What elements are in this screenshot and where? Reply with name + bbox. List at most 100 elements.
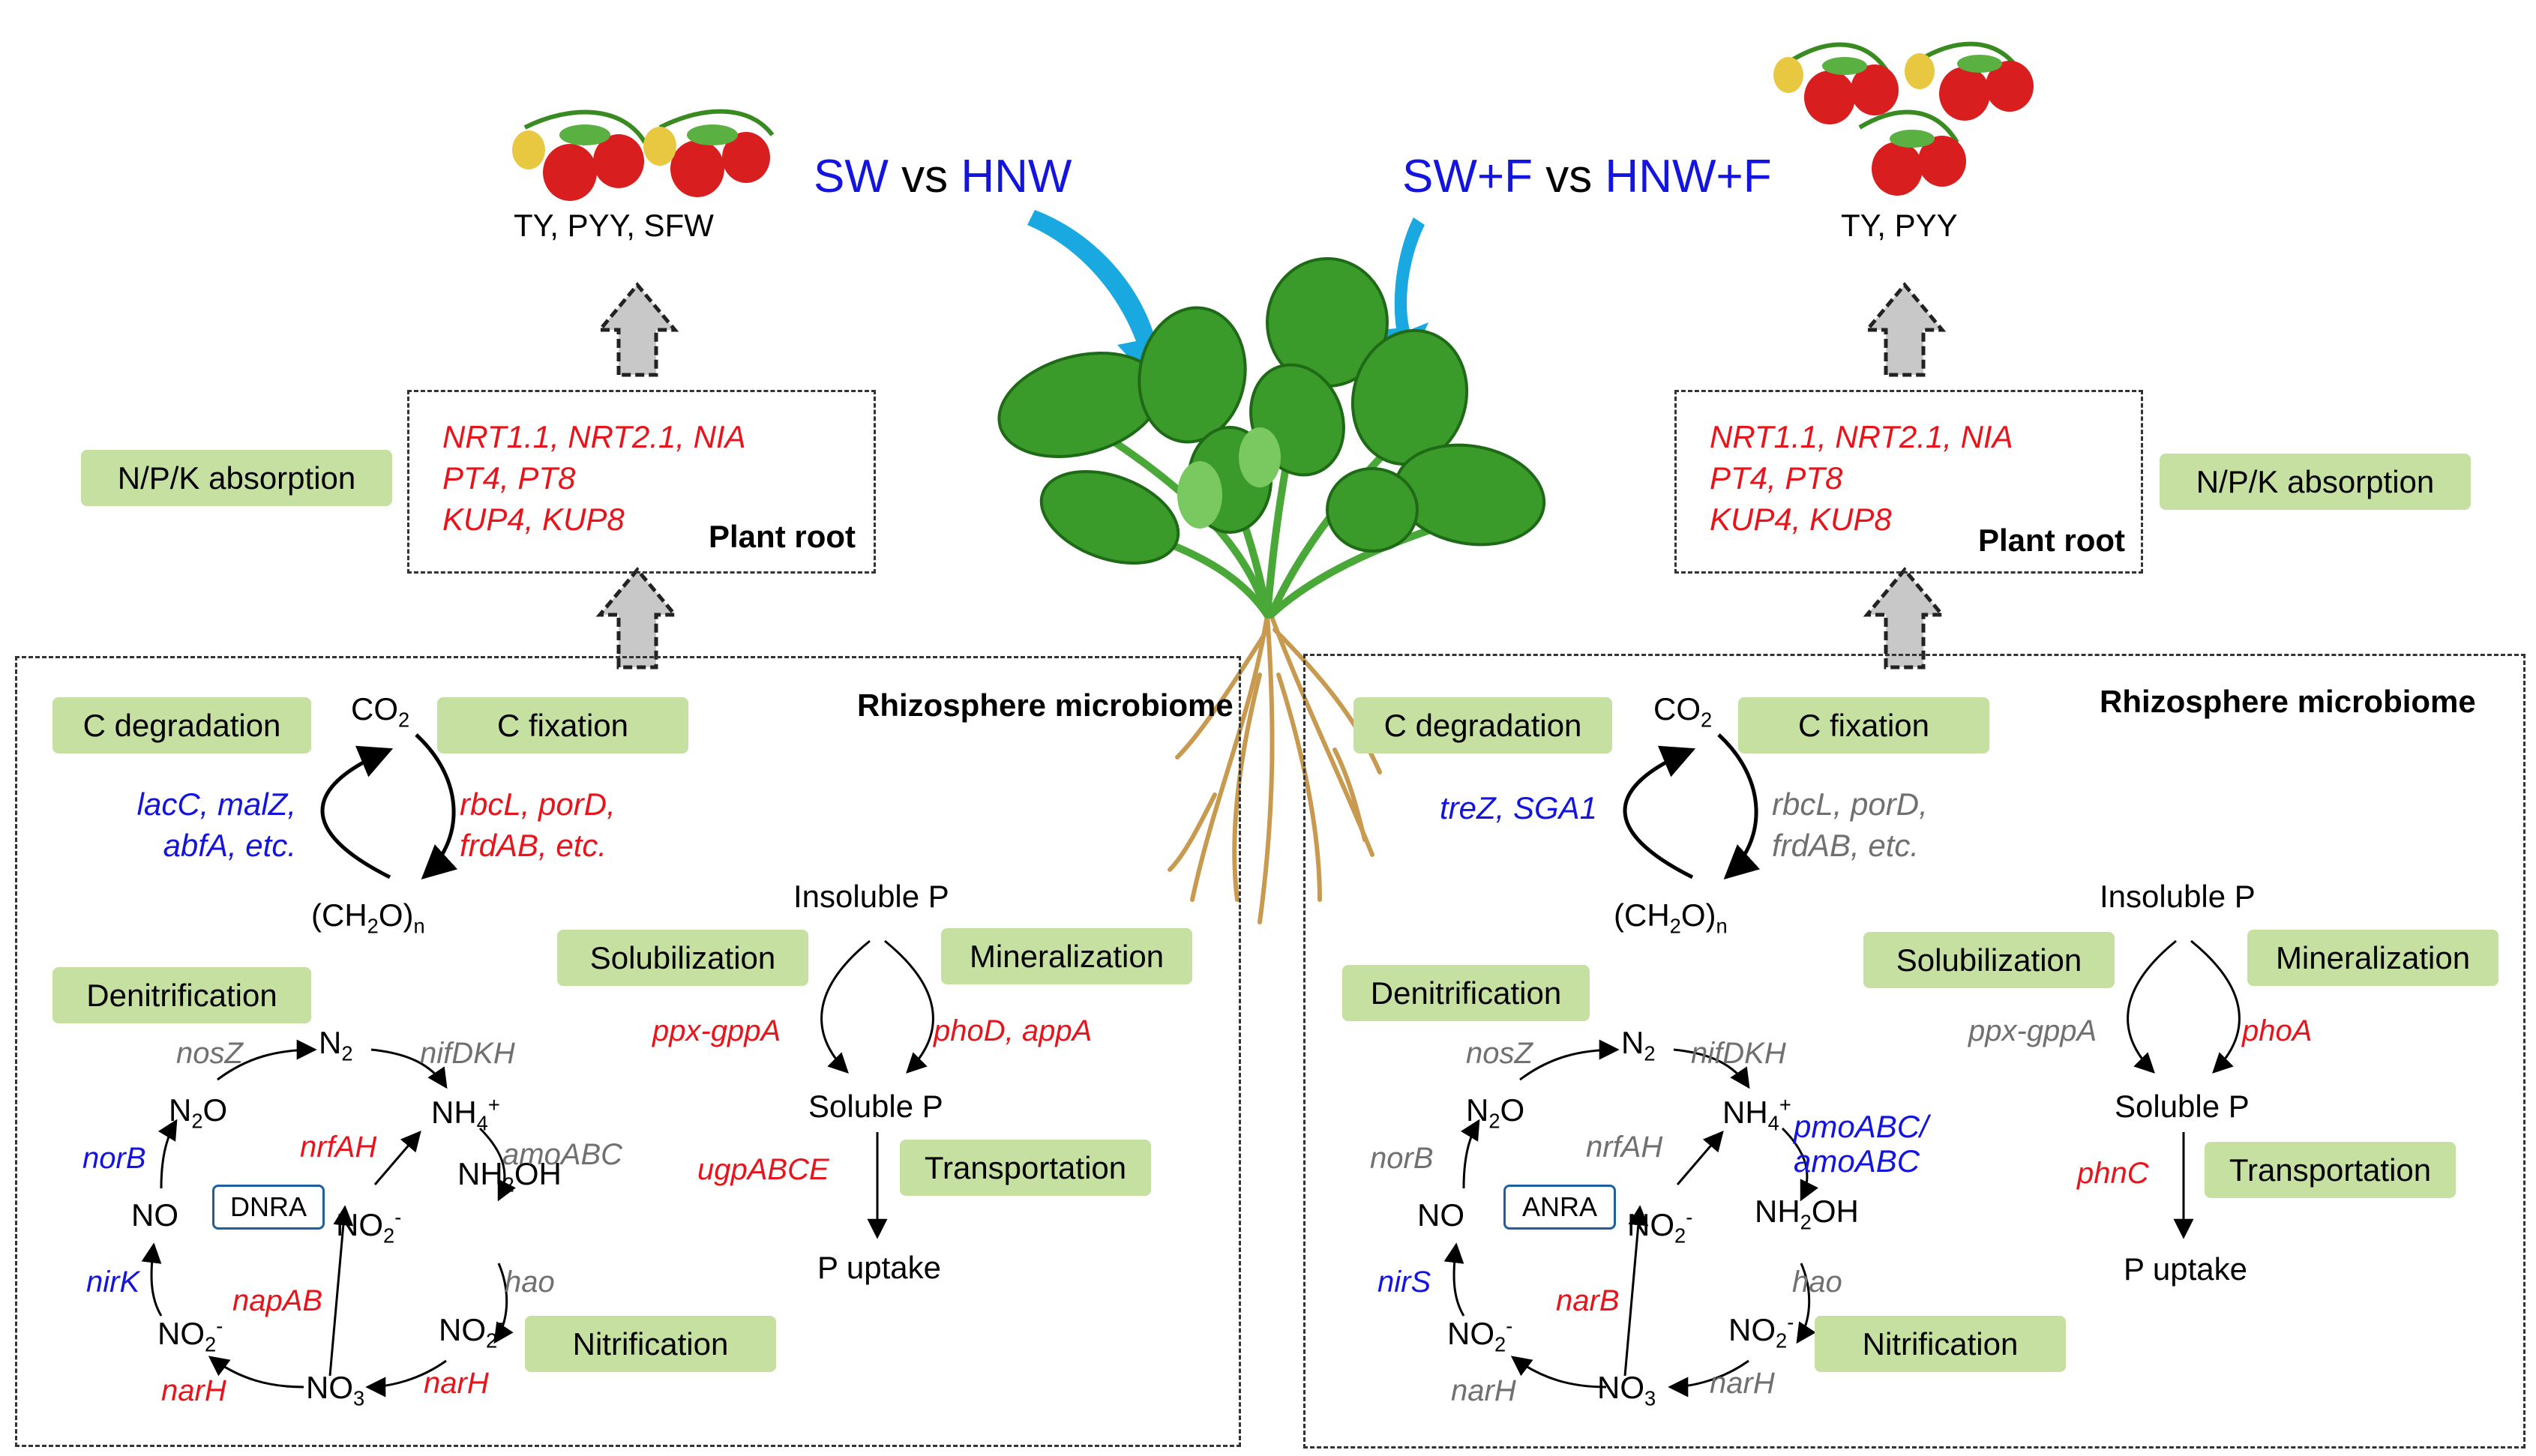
left-transportation: Transportation [900,1140,1151,1196]
left-gene-norB: norB [82,1142,146,1175]
right-soluble-p: Soluble P [2115,1089,2250,1124]
right-nh2oh: NH2OH [1755,1194,1859,1234]
left-root-gene-k: KUP4, KUP8 [442,502,625,537]
left-gene-amoABC: amoABC [502,1138,623,1171]
block-arrows [595,282,1947,670]
left-deg-genes-1: lacC, malZ, [136,786,296,822]
header-left-b: HNW [961,151,1072,202]
right-deg-genes-1: treZ, SGA1 [1439,790,1597,825]
right-gene-narB: narB [1556,1284,1620,1317]
right-gene-nosZ: nosZ [1466,1037,1533,1070]
right-solubilization: Solubilization [1863,932,2115,988]
strawberry-plant [997,257,1546,924]
left-co2: CO2 [351,691,410,732]
right-plant-root-box [1674,390,2143,574]
right-anra-box: ANRA [1503,1185,1616,1230]
right-gene-miner: phoA [2242,1014,2313,1047]
left-gene-transp: ugpABCE [697,1153,829,1186]
left-plant-root-label: Plant root [709,519,856,554]
left-deg-genes-2: abfA, etc. [163,828,296,863]
left-no2-left: NO2- [157,1314,223,1356]
left-gene-narH-left: narH [161,1374,226,1407]
right-no2-left: NO2- [1447,1314,1513,1356]
strawberries [512,41,2034,201]
header-right: SW+F vs HNW+F [1402,154,1772,200]
right-gene-solub: ppx-gppA [1968,1014,2097,1047]
left-denitrification: Denitrification [52,967,311,1023]
right-nitrification: Nitrification [1815,1316,2066,1372]
right-insoluble-p: Insoluble P [2100,879,2256,914]
right-gene-amo-1: pmoABC/ [1794,1109,1929,1144]
left-n2o: N2O [169,1092,228,1133]
left-rhizosphere-box [15,656,1241,1447]
right-c-fixation: C fixation [1738,697,1989,753]
right-fix-genes-1: rbcL, porD, [1772,786,1928,822]
header-right-vs: vs [1545,151,1593,202]
right-denitrification: Denitrification [1342,965,1590,1021]
left-rhizosphere-label: Rhizosphere microbiome [857,688,1234,723]
right-yield: TY, PYY [1841,208,1958,243]
left-root-genes: NRT1.1, NRT2.1, NIA PT4, PT8 KUP4, KUP8 [442,416,746,540]
left-plant-root-box [407,390,876,574]
right-p-cycle [2127,939,2241,1239]
right-gene-amo-2: amoABC [1794,1143,1920,1179]
right-gene-amo: pmoABC/ amoABC [1794,1110,1929,1179]
left-n2: N2 [319,1025,353,1065]
right-no2-right: NO2- [1728,1311,1794,1353]
left-fix-genes: rbcL, porD, frdAB, etc. [460,783,616,866]
right-no2-mid: NO2- [1627,1206,1693,1248]
left-nitrogen-cycle [141,1039,516,1398]
right-root-gene-k: KUP4, KUP8 [1710,502,1892,537]
left-mineralization: Mineralization [941,928,1192,984]
left-p-cycle [820,939,934,1239]
left-gene-nirK: nirK [86,1266,140,1299]
left-root-gene-n: NRT1.1, NRT2.1, NIA [442,419,746,454]
left-dnra-box: DNRA [212,1185,325,1230]
left-gene-miner: phoD, appA [934,1014,1093,1047]
right-deg-genes: treZ, SGA1 [1406,787,1597,828]
left-ch2o: (CH2O)n [311,897,425,938]
left-deg-genes: lacC, malZ, abfA, etc. [112,783,296,866]
left-no2-right: NO2- [439,1311,505,1353]
left-no: NO [131,1197,178,1233]
right-n2: N2 [1621,1025,1656,1065]
left-insoluble-p: Insoluble P [793,879,949,914]
left-solubilization: Solubilization [557,930,808,986]
left-carbon-cycle [320,733,458,880]
left-yield: TY, PYY, SFW [514,208,714,243]
left-c-fixation: C fixation [437,697,688,753]
left-no3: NO3 [306,1370,365,1410]
right-gene-nrfAH: nrfAH [1586,1131,1663,1164]
left-p-uptake: P uptake [817,1250,942,1285]
right-carbon-cycle [1623,733,1761,880]
right-nh4: NH4+ [1722,1093,1791,1135]
left-fix-genes-1: rbcL, porD, [460,786,616,822]
right-rhizosphere-label: Rhizosphere microbiome [2100,684,2476,719]
right-root-genes: NRT1.1, NRT2.1, NIA PT4, PT8 KUP4, KUP8 [1710,416,2013,540]
left-c-degradation: C degradation [52,697,311,753]
right-c-degradation: C degradation [1353,697,1612,753]
right-root-gene-n: NRT1.1, NRT2.1, NIA [1710,419,2013,454]
left-gene-solub: ppx-gppA [652,1014,781,1047]
right-gene-hao: hao [1792,1266,1842,1299]
header-right-b: HNW+F [1605,151,1772,202]
right-gene-nirS: nirS [1377,1266,1431,1299]
header-right-a: SW+F [1402,151,1533,202]
right-gene-narH-left: narH [1451,1374,1516,1407]
header-left-a: SW [814,151,889,202]
left-nh2oh: NH2OH [457,1156,562,1197]
right-transportation: Transportation [2205,1142,2456,1198]
left-gene-nifDKH: nifDKH [420,1037,515,1070]
left-nitrification: Nitrification [525,1316,776,1372]
right-fix-genes: rbcL, porD, frdAB, etc. [1772,783,1928,866]
left-npk-absorption: N/P/K absorption [81,450,392,506]
header-left-vs: vs [901,151,949,202]
right-no3: NO3 [1597,1370,1656,1410]
right-gene-norB: norB [1370,1142,1434,1175]
left-no2-mid: NO2- [336,1206,402,1248]
left-nh4: NH4+ [431,1093,500,1135]
left-gene-nosZ: nosZ [176,1037,243,1070]
right-gene-narH-right: narH [1710,1367,1775,1400]
